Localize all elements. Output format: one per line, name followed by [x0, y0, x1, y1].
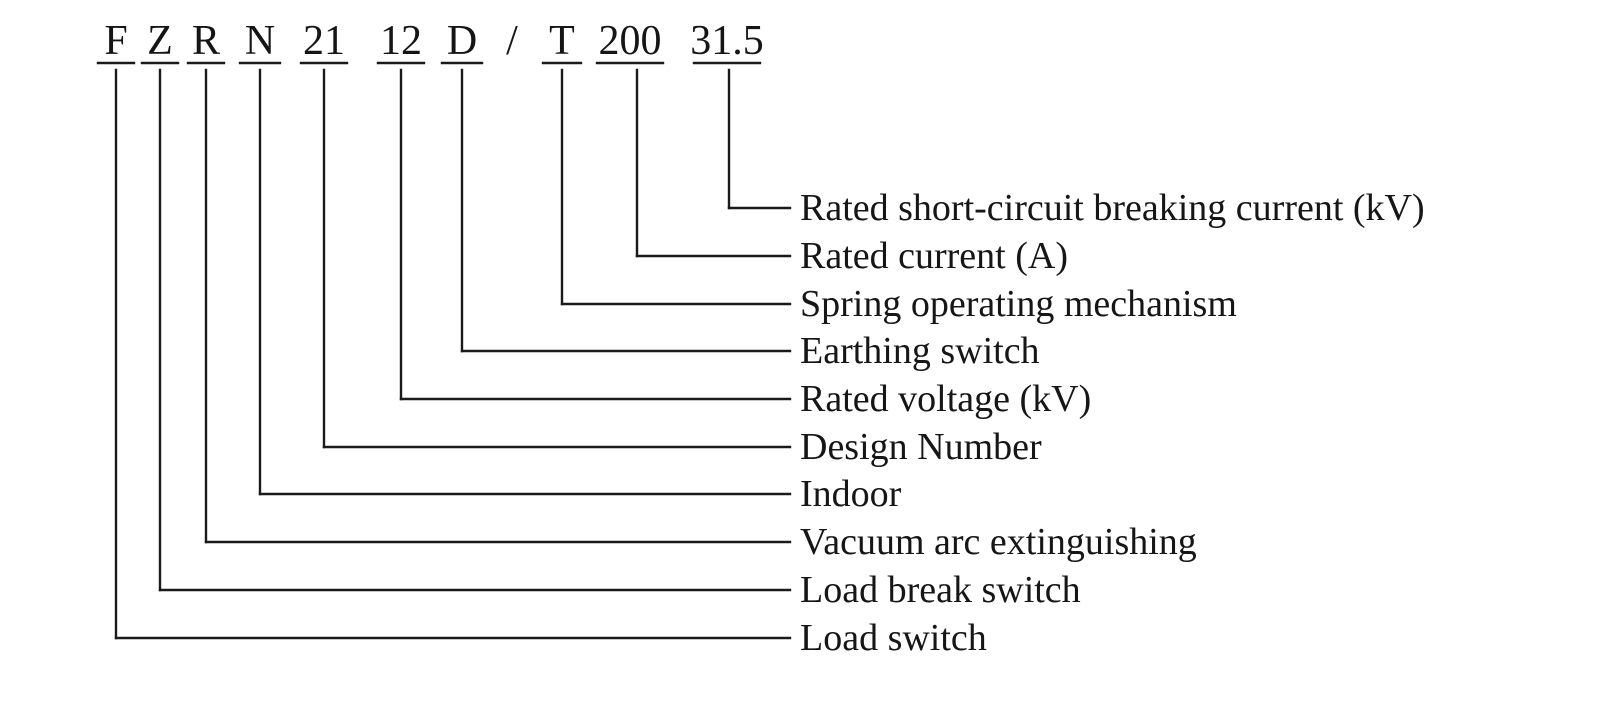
- code-segment-31.5: 31.5: [690, 18, 764, 64]
- leader-lines-group: [114, 68, 792, 640]
- code-segment-12: 12: [380, 18, 422, 64]
- code-segment-T: T: [549, 18, 575, 64]
- code-segment-21: 21: [303, 18, 345, 64]
- description-label-load-break-switch: Load break switch: [800, 569, 1081, 611]
- description-label-rated-voltage: Rated voltage (kV): [800, 378, 1092, 420]
- description-label-vacuum-arc-extinguishing: Vacuum arc extinguishing: [800, 521, 1197, 563]
- description-label-load-switch: Load switch: [800, 617, 987, 659]
- description-label-design-number: Design Number: [800, 426, 1042, 468]
- code-segment-N: N: [244, 18, 276, 64]
- code-segment-200: 200: [598, 18, 662, 64]
- code-segment-D: D: [446, 18, 478, 64]
- description-label-rated-current: Rated current (A): [800, 235, 1068, 277]
- code-segment-F: F: [104, 18, 128, 64]
- code-segment-R: R: [191, 18, 221, 64]
- description-label-indoor: Indoor: [800, 473, 902, 515]
- description-label-spring-operating-mechanism: Spring operating mechanism: [800, 283, 1237, 325]
- description-label-rated-short-circuit-breaking-current: Rated short-circuit breaking current (kV…: [800, 187, 1425, 229]
- description-label-earthing-switch: Earthing switch: [800, 330, 1040, 372]
- code-segment-slash: /: [506, 18, 518, 64]
- code-segment-Z: Z: [147, 18, 173, 64]
